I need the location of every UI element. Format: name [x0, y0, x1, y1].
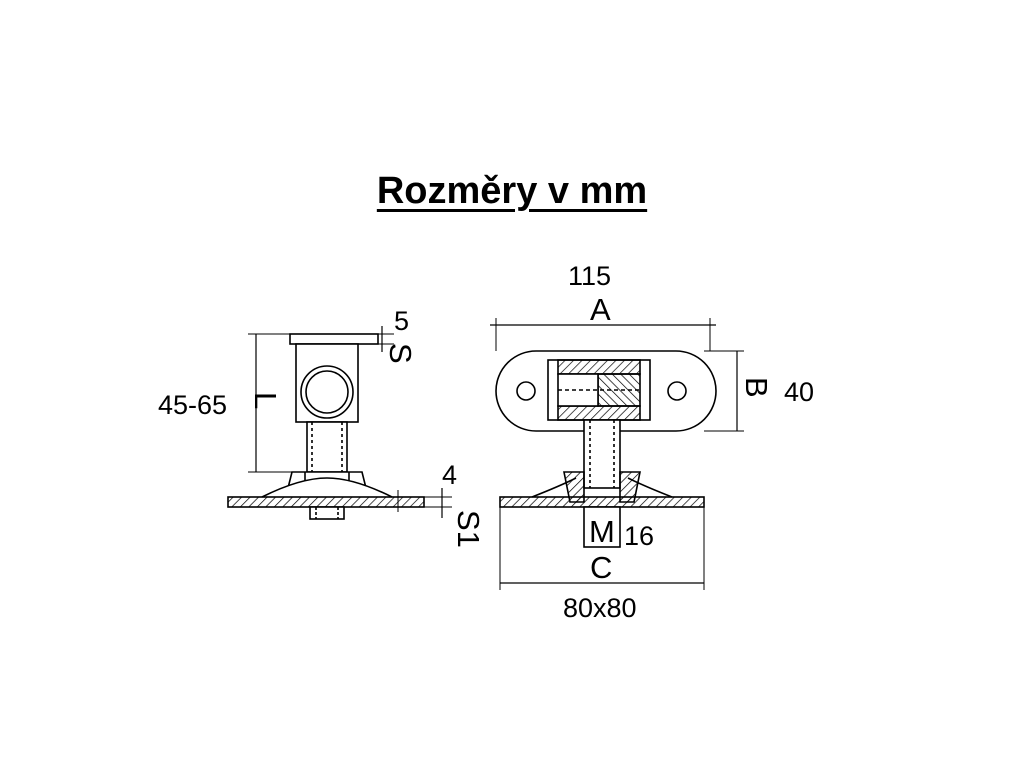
label-plate: S — [383, 343, 418, 364]
side-base-plate — [227, 496, 425, 508]
dim-base-value: 4 — [442, 460, 457, 490]
dim-height-value: 45-65 — [158, 390, 227, 420]
side-shaft — [306, 421, 348, 473]
dim-base-width-value: 80x80 — [563, 593, 637, 623]
label-base-width: C — [590, 550, 612, 585]
drawing-title: Rozměry v mm — [376, 170, 648, 212]
front-hole-left — [516, 381, 536, 401]
label-height: L — [248, 392, 283, 409]
side-pin-inner — [305, 370, 349, 414]
dim-width-value: 115 — [568, 261, 611, 291]
dim-plate-width-value: 40 — [784, 377, 814, 407]
front-view — [490, 318, 744, 590]
front-shaft — [583, 419, 621, 489]
dim-thread-value: 16 — [624, 521, 654, 551]
dim-plate-value: 5 — [394, 306, 409, 336]
front-shaft-bottom — [583, 506, 621, 548]
label-width: A — [590, 292, 611, 327]
label-base: S1 — [451, 510, 486, 548]
side-view — [227, 326, 452, 520]
label-thread: M — [589, 514, 615, 549]
side-head-block — [295, 343, 359, 423]
side-washer — [261, 477, 393, 498]
side-top-plate — [289, 333, 379, 345]
side-pin-circle — [300, 365, 354, 419]
front-hole-right — [667, 381, 687, 401]
label-plate-width: B — [739, 377, 774, 398]
side-shaft-end — [309, 506, 345, 520]
front-base-plate — [499, 496, 705, 508]
